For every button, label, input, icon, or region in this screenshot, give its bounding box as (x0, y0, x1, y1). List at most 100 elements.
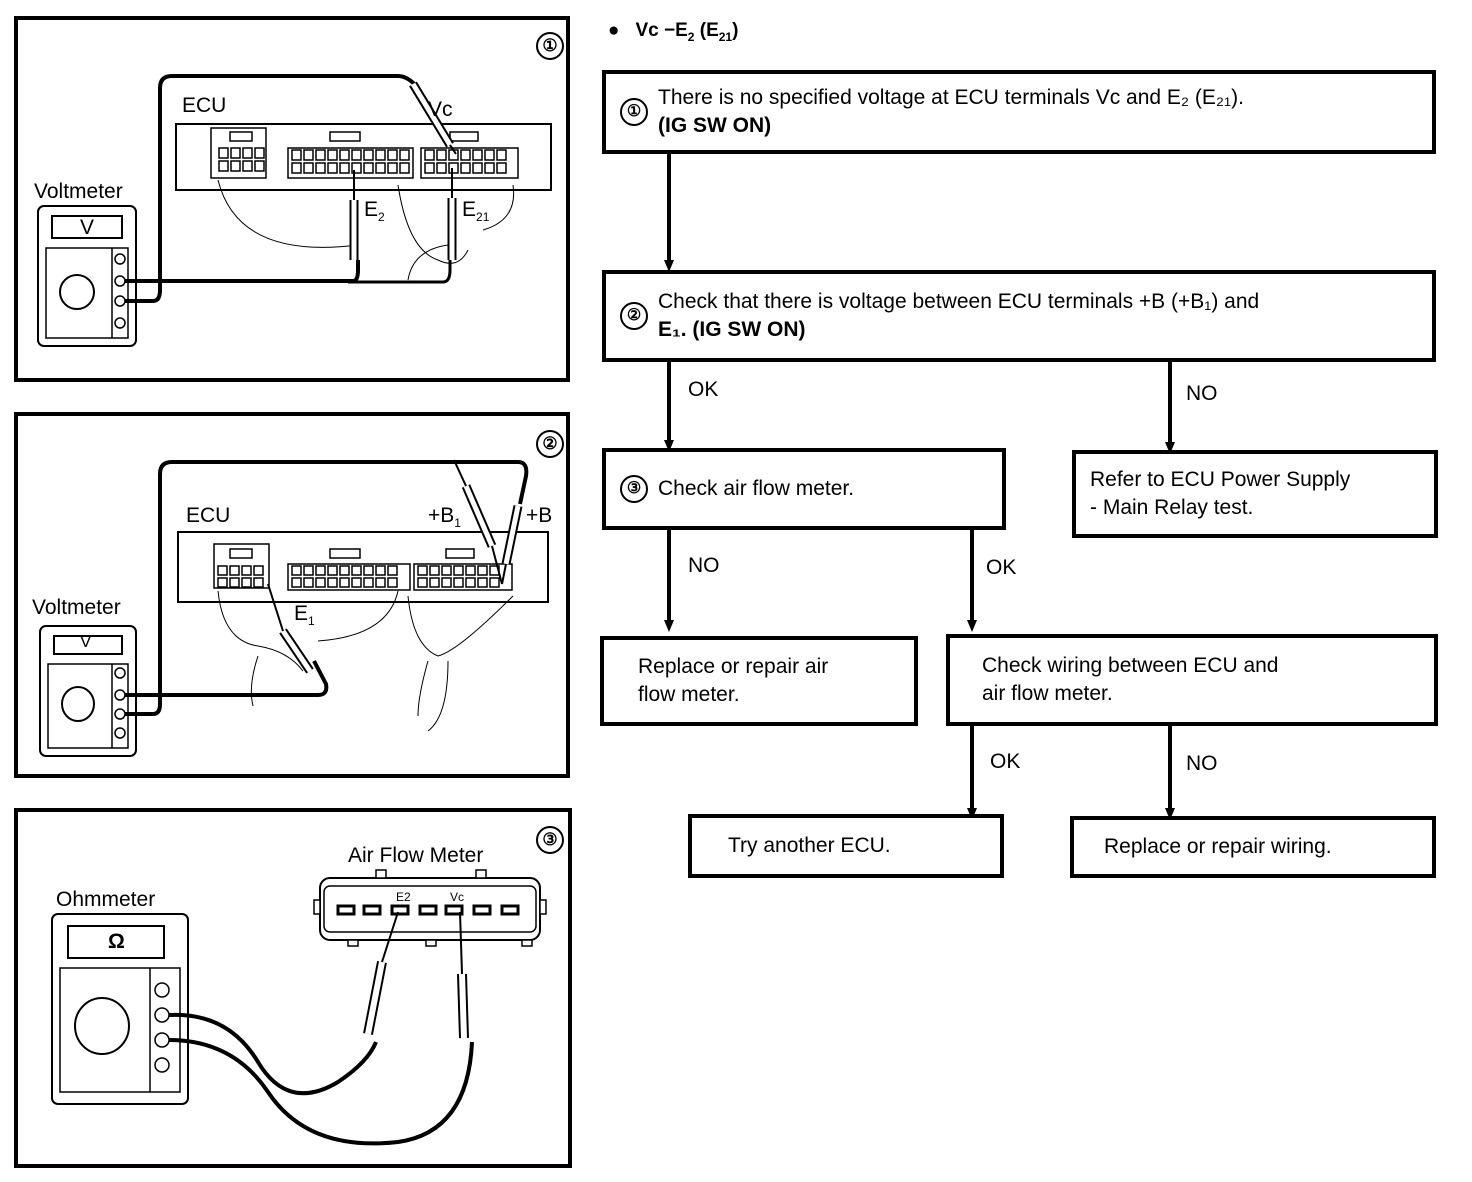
diagram-panel-1: ① ECU Voltmeter V Vc E2 E21 (14, 16, 570, 382)
heading-text: (E (694, 20, 719, 41)
heading-text: ) (732, 20, 739, 41)
probe-vc (409, 81, 457, 155)
branch-label-no: NO (1186, 752, 1218, 775)
result-text: Replace or repair air (638, 655, 829, 678)
test-lead (125, 660, 329, 697)
terminal-label-b: +B (526, 504, 553, 527)
step-number-badge: ① (620, 98, 648, 126)
terminal-label-vc: Vc (428, 98, 453, 121)
step-text: Check wiring between ECU and (982, 654, 1279, 677)
step-text: E₁. (IG SW ON) (658, 318, 806, 341)
meter-jack (114, 667, 126, 679)
wire-harness (217, 179, 359, 248)
diagram-panel-3: ③ Air Flow Meter Ohmmeter Ω E2 Vc (14, 808, 572, 1168)
ecu-connector-left (210, 127, 267, 179)
flow-connector (970, 530, 974, 622)
meter-jack (154, 982, 170, 998)
meter-display-symbol: Ω (108, 930, 125, 953)
terminal-e1-text: E (294, 602, 309, 625)
meter-dial (74, 997, 130, 1055)
result-text: flow meter. (638, 683, 740, 706)
terminal-e2-sub: 2 (378, 210, 385, 225)
air-flow-meter-connector (313, 869, 547, 947)
result-text: Try another ECU. (728, 834, 891, 857)
terminal-label-vc: Vc (450, 890, 465, 904)
probe-vc (457, 911, 469, 1039)
bullet-icon: ● (608, 20, 620, 41)
test-lead (125, 74, 420, 303)
meter-jack (114, 708, 126, 720)
arrow-down-icon (1165, 808, 1175, 820)
flow-step-2: ② Check that there is voltage between EC… (602, 270, 1436, 362)
air-flow-meter-label: Air Flow Meter (348, 844, 484, 867)
branch-label-ok: OK (990, 750, 1021, 773)
arrow-down-icon (664, 260, 674, 272)
ecu-label: ECU (186, 504, 231, 527)
terminal-e21-sub: 21 (476, 210, 490, 225)
meter-jack (114, 317, 126, 329)
test-lead (125, 460, 529, 716)
test-lead (168, 1012, 378, 1096)
ecu-connector-middle (287, 131, 414, 179)
terminal-label-e21: E21 (462, 198, 489, 224)
ohmmeter-label: Ohmmeter (56, 888, 156, 911)
meter-jack (114, 275, 126, 287)
flow-result-replace-air-flow-meter: Replace or repair air flow meter. (600, 636, 918, 726)
branch-label-no: NO (1186, 382, 1218, 405)
meter-dial (61, 686, 95, 722)
terminal-label-b1: +B1 (428, 504, 461, 530)
flow-step-check-wiring: Check wiring between ECU and air flow met… (946, 634, 1438, 726)
flow-step-3: ③ Check air flow meter. (602, 448, 1006, 530)
meter-jack (154, 1032, 170, 1048)
voltmeter-label: Voltmeter (34, 180, 123, 203)
meter-display-symbol: V (80, 632, 92, 651)
flow-result-replace-wiring: Replace or repair wiring. (1070, 816, 1436, 878)
terminal-b1-sub: 1 (454, 516, 461, 531)
test-lead (168, 1038, 474, 1146)
terminal-label-e1: E1 (294, 602, 315, 628)
flow-connector (970, 726, 974, 810)
step-text: air flow meter. (982, 682, 1113, 705)
terminal-label-e2: E2 (364, 198, 385, 224)
step-text: There is no specified voltage at ECU ter… (658, 86, 1244, 109)
panel-number-badge: ② (536, 430, 564, 458)
terminal-e21-text: E (462, 198, 477, 221)
heading-text: Vc −E (635, 20, 688, 41)
probe-e1 (267, 583, 314, 674)
voltmeter-label: Voltmeter (32, 596, 121, 619)
terminal-e2-text: E (364, 198, 379, 221)
arrow-down-icon (967, 620, 977, 632)
panel-number-badge: ① (536, 32, 564, 60)
step-number-badge: ② (620, 302, 648, 330)
heading-sub: 21 (718, 29, 733, 44)
step-text: Check that there is voltage between ECU … (658, 290, 1260, 313)
probe-b (501, 505, 523, 585)
ecu-connector-left (213, 543, 270, 589)
flow-connector (667, 154, 671, 262)
ecu-connector-right (420, 131, 519, 179)
result-text: - Main Relay test. (1090, 496, 1254, 519)
step-text: (IG SW ON) (658, 114, 772, 137)
ohmmeter-device (51, 913, 189, 1105)
meter-jack (154, 1057, 170, 1073)
meter-dial (59, 274, 95, 310)
probe-b1 (453, 459, 503, 585)
arrow-down-icon (1165, 442, 1175, 454)
meter-jack (114, 253, 126, 265)
section-heading: ● Vc −E2 (E21) (608, 20, 738, 44)
ecu-voltmeter-wiring-2 (39, 459, 549, 757)
step-text: Check air flow meter. (658, 477, 855, 500)
step-number-badge: ③ (620, 475, 648, 503)
meter-jack (114, 727, 126, 739)
meter-jack (114, 295, 126, 307)
branch-label-ok: OK (688, 378, 719, 401)
heading-sub: 2 (687, 29, 695, 44)
flow-connector (1168, 726, 1172, 810)
flow-result-try-another-ecu: Try another ECU. (688, 814, 1004, 878)
flow-step-1: ① There is no specified voltage at ECU t… (602, 70, 1436, 154)
flow-connector (1168, 362, 1172, 444)
flow-result-refer-power-supply: Refer to ECU Power Supply- Main Relay te… (1072, 450, 1438, 538)
ecu-connector-right (413, 548, 513, 591)
afm-ohmmeter-wiring (51, 869, 547, 1146)
voltmeter-device (39, 625, 137, 757)
